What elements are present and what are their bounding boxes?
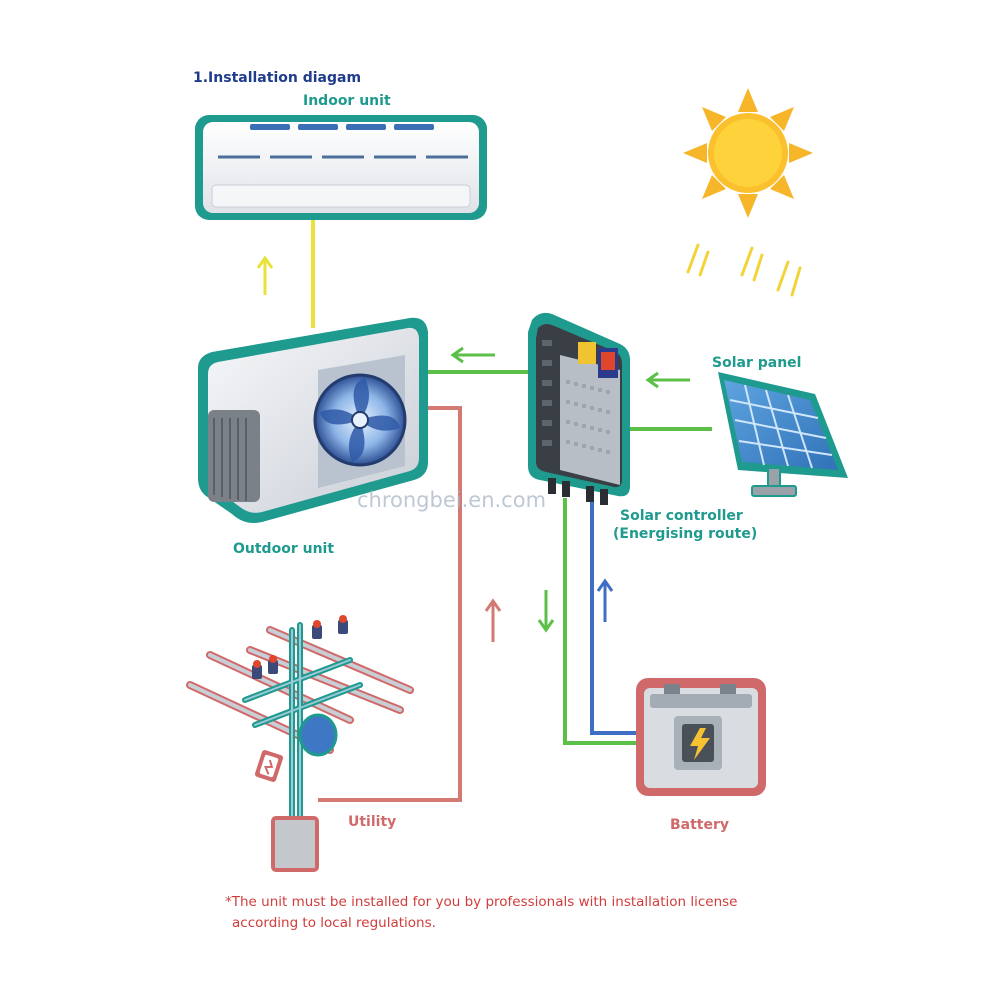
outdoor-unit-illustration: [198, 317, 428, 523]
wire-blue-battery: [590, 498, 640, 735]
indoor-unit-label: Indoor unit: [303, 93, 391, 109]
wire-green-battery: [563, 498, 640, 745]
outdoor-unit-label: Outdoor unit: [233, 541, 335, 557]
arrow-up-red: [484, 598, 502, 642]
installation-note-line-1: *The unit must be installed for you by p…: [225, 894, 738, 910]
wire-red-utility: [318, 406, 462, 802]
arrow-left-green-outdoor: [450, 346, 495, 364]
installation-note-line-2: according to local regulations.: [232, 915, 436, 931]
arrow-down-green: [537, 590, 555, 633]
utility-pole-illustration: [186, 615, 414, 872]
solar-controller-illustration: [528, 312, 630, 505]
utility-label: Utility: [348, 814, 397, 830]
installation-note: *The unit must be installed for you by p…: [225, 892, 737, 934]
arrow-up-yellow: [256, 255, 274, 295]
solar-controller-sublabel: (Energising route): [613, 526, 758, 542]
solar-panel-illustration: [718, 372, 848, 497]
arrow-up-blue: [596, 578, 614, 622]
arrow-left-green-panel: [645, 371, 690, 389]
solar-panel-label: Solar panel: [712, 355, 802, 371]
solar-controller-label: Solar controller: [620, 508, 743, 524]
page-title: 1.Installation diagam: [193, 70, 362, 86]
battery-illustration: [636, 678, 766, 796]
indoor-unit-illustration: [195, 115, 487, 220]
watermark: chrongbei.en.com: [357, 488, 547, 512]
battery-label: Battery: [670, 817, 730, 833]
sun-illustration: [683, 88, 813, 297]
